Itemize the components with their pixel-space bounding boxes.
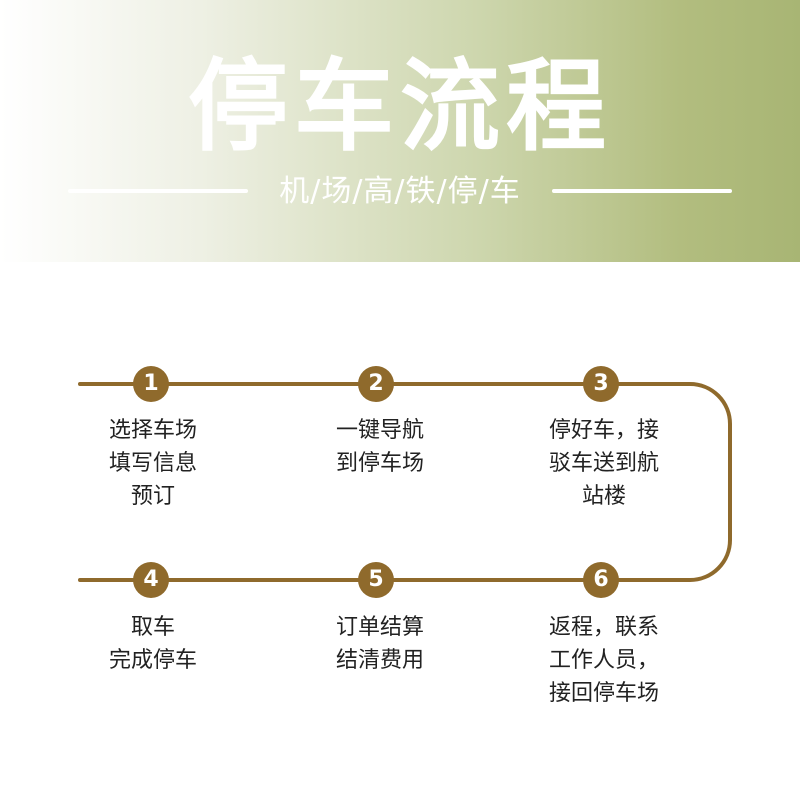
step-description: 停好车，接 驳车送到航 站楼 — [514, 414, 694, 513]
step-text-line: 一键导航 — [335, 418, 424, 443]
step-description: 一键导航 到停车场 — [290, 414, 470, 480]
step-description: 取车 完成停车 — [63, 611, 243, 677]
step-text-line: 取车 — [130, 615, 175, 640]
step-text-line: 到停车场 — [335, 451, 424, 476]
step-text-line: 完成停车 — [108, 648, 197, 673]
step-number-badge: 2 — [358, 366, 394, 402]
step-number-badge: 4 — [133, 562, 169, 598]
step-text-line: 选择车场 — [108, 418, 197, 443]
step-description: 订单结算 结清费用 — [290, 611, 470, 677]
header-banner: 停车流程 机/场/高/铁/停/车 — [0, 0, 800, 262]
step-text-line: 填写信息 — [108, 451, 197, 476]
page-title: 停车流程 — [188, 48, 612, 165]
step-number-badge: 1 — [133, 366, 169, 402]
step-number-badge: 6 — [583, 562, 619, 598]
step-text-line: 停好车，接 — [548, 418, 659, 443]
step-text-line: 站楼 — [581, 484, 626, 509]
step-number-badge: 3 — [583, 366, 619, 402]
step-description: 返程，联系 工作人员， 接回停车场 — [514, 611, 694, 710]
step-text-line: 结清费用 — [335, 648, 424, 673]
step-text-line: 接回停车场 — [548, 681, 659, 706]
step-text-line: 工作人员， — [548, 648, 659, 673]
step-text-line: 返程，联系 — [548, 615, 659, 640]
flow-path — [78, 382, 732, 582]
step-description: 选择车场 填写信息 预订 — [63, 414, 243, 513]
step-text-line: 驳车送到航 — [548, 451, 659, 476]
step-number-badge: 5 — [358, 562, 394, 598]
step-text-line: 订单结算 — [335, 615, 424, 640]
step-text-line: 预订 — [130, 484, 175, 509]
subtitle-divider-left — [68, 189, 248, 193]
page-subtitle: 机/场/高/铁/停/车 — [279, 174, 521, 209]
subtitle-divider-right — [552, 189, 732, 193]
